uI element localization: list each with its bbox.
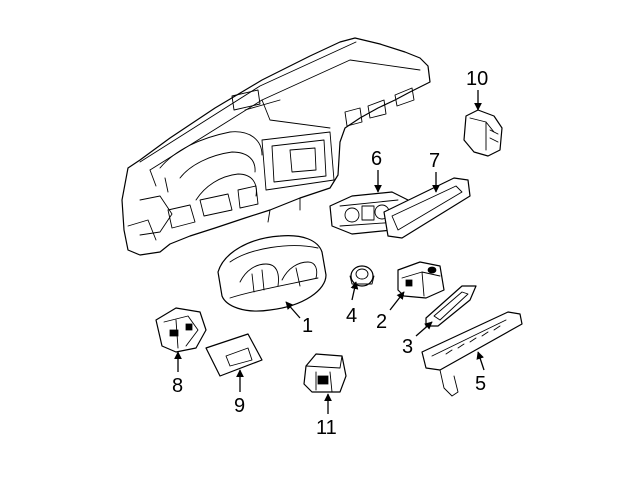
callout-6: 6 [371,148,382,170]
part-7-bezel-frame [383,177,471,239]
leader-1 [285,301,301,319]
leader-4 [350,281,359,301]
part-11-switch-module [303,353,347,393]
callout-9: 9 [234,395,245,417]
part-2-light-switch [397,261,445,299]
part-10-control-module [463,109,503,157]
callout-4: 4 [346,305,357,327]
leader-3 [415,321,433,337]
part-5-console-switch-panel [421,311,523,397]
callout-10: 10 [466,68,488,90]
part-8-bracket [155,307,207,353]
callout-8: 8 [172,375,183,397]
callout-1: 1 [302,315,313,337]
leader-lines [174,90,485,414]
leader-2 [389,291,405,311]
callout-3: 3 [402,336,413,358]
callout-5: 5 [475,373,486,395]
dashboard-panel [121,37,431,256]
part-9-cover-plate [205,333,263,377]
part-4-start-button [349,265,375,287]
leader-5 [476,351,485,371]
callout-11: 11 [316,417,337,439]
part-1-instrument-cluster [217,235,327,312]
callout-labels: 1 2 3 4 5 6 7 8 9 10 11 [172,68,488,439]
callout-7: 7 [429,150,440,172]
callout-2: 2 [376,311,387,333]
